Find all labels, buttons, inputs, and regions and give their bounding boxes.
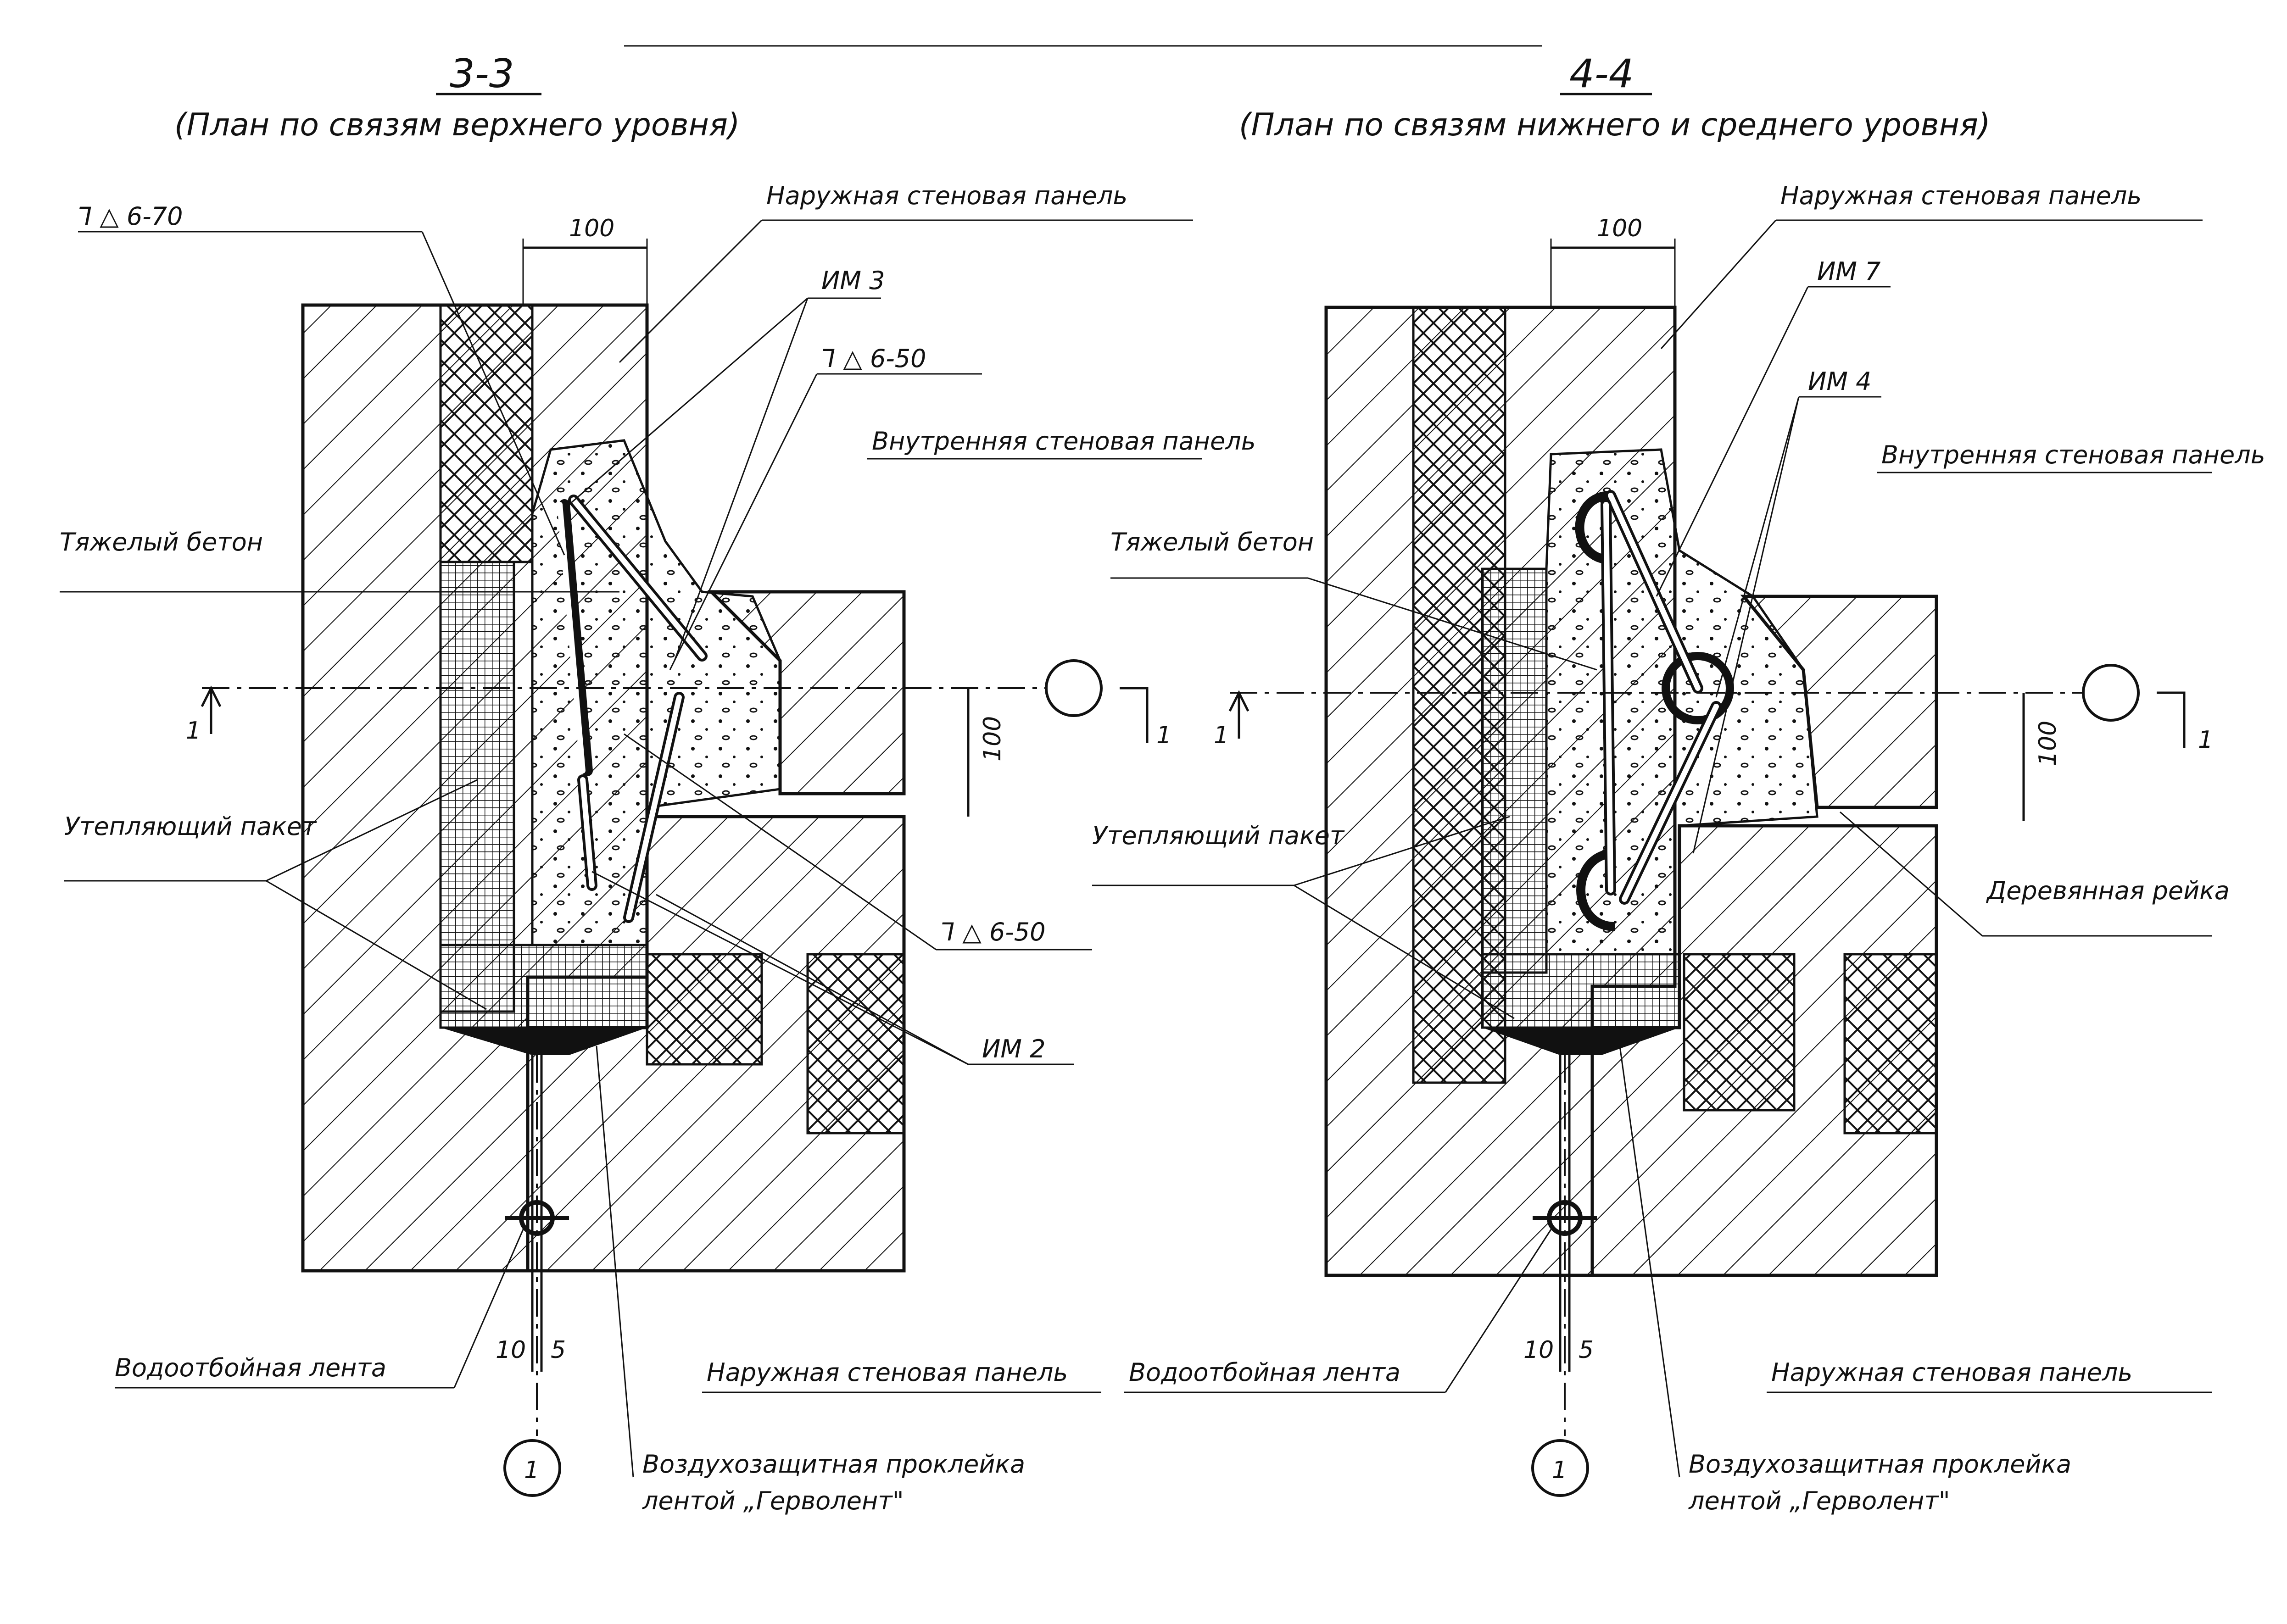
callout-air-seal: Воздухозащитная проклейка [1689, 1450, 2071, 1479]
insulation-bottom [439, 944, 648, 1029]
section-4-4: 4-4 (План по связям нижнего и среднего у… [1092, 51, 2265, 1515]
insulation-block [1843, 953, 1938, 1135]
inner-wall-panel [1740, 595, 1938, 809]
section-number: 3-3 [450, 51, 514, 97]
inner-wall-panel [707, 590, 906, 795]
air-seal [441, 1028, 647, 1055]
callout-embed: ИМ 7 [1817, 257, 1881, 286]
insulation-package [439, 561, 515, 1013]
callout-wood-strip: Деревянная рейка [1986, 876, 2230, 905]
callout-air-seal-2: лентой „Герволент" [1688, 1486, 1950, 1515]
section-caption: (План по связям нижнего и среднего уровн… [1239, 107, 1990, 143]
section-number: 4-4 [1569, 51, 1634, 97]
callout-outer-panel: Наружная стеновая панель [1780, 181, 2142, 210]
dim-top: 100 [1597, 215, 1642, 242]
insulation-package [1481, 567, 1548, 974]
loop-anchor [1576, 849, 1616, 931]
insulation-block [806, 953, 905, 1135]
weld-callout: ⅂ △ 6-70 [78, 202, 183, 231]
dim-top: 100 [569, 215, 614, 242]
loop-anchor [1575, 491, 1611, 564]
callout-embed-low: ИМ 2 [982, 1034, 1046, 1063]
callout-outer-panel-bottom: Наружная стеновая панель [1771, 1358, 2132, 1387]
cut-mark: 1 [1214, 722, 1229, 749]
dim-5: 5 [1579, 1336, 1594, 1364]
insulation-block [646, 953, 763, 1066]
dim-side: 100 [2034, 721, 2062, 766]
loop-anchor [1662, 652, 1734, 724]
callout-water-tape: Водоотбойная лента [1129, 1358, 1400, 1387]
dim-5: 5 [551, 1336, 566, 1364]
callout-insulation: Утепляющий пакет [1092, 821, 1345, 850]
cut-mark: 1 [186, 717, 201, 745]
callout-air-seal-2: лентой „Герволент" [642, 1486, 904, 1515]
cut-mark: 1 [1156, 722, 1171, 749]
callout-water-tape: Водоотбойная лента [115, 1353, 386, 1382]
callout-inner-panel: Внутренняя стеновая панель [872, 427, 1256, 456]
axis-marker [1045, 659, 1103, 717]
axis-label: 1 [524, 1457, 539, 1484]
section-caption: (План по связям верхнего уровня) [174, 107, 740, 143]
weld-callout: ⅂ △ 6-50 [821, 344, 926, 373]
callout-outer-panel-bottom: Наружная стеновая панель [707, 1358, 1068, 1387]
section-3-3: 3-3 (План по связям верхнего уровня) [60, 51, 1256, 1515]
callout-embed-low: ИМ 4 [1808, 367, 1872, 396]
anchor-rod [559, 499, 593, 776]
air-seal [1482, 1028, 1679, 1055]
dim-side: 100 [979, 716, 1006, 762]
callout-air-seal: Воздухозащитная проклейка [642, 1450, 1025, 1479]
callout-embed: ИМ 3 [821, 266, 885, 295]
axis-marker [1531, 1439, 1589, 1497]
axis-marker [2082, 664, 2140, 722]
callout-heavy-concrete: Тяжелый бетон [1110, 528, 1314, 556]
callout-heavy-concrete: Тяжелый бетон [60, 528, 263, 556]
axis-marker [503, 1439, 561, 1497]
axis-label: 1 [1552, 1457, 1567, 1484]
dim-10: 10 [496, 1336, 526, 1364]
insulation-stripe [439, 304, 534, 563]
insulation-block [1683, 953, 1796, 1112]
callout-outer-panel: Наружная стеновая панель [766, 181, 1127, 210]
cut-mark: 1 [2198, 726, 2213, 754]
callout-insulation: Утепляющий пакет [64, 812, 317, 841]
dim-10: 10 [1523, 1336, 1554, 1364]
callout-inner-panel: Внутренняя стеновая панель [1881, 440, 2265, 469]
weld-callout: ⅂ △ 6-50 [941, 918, 1046, 946]
